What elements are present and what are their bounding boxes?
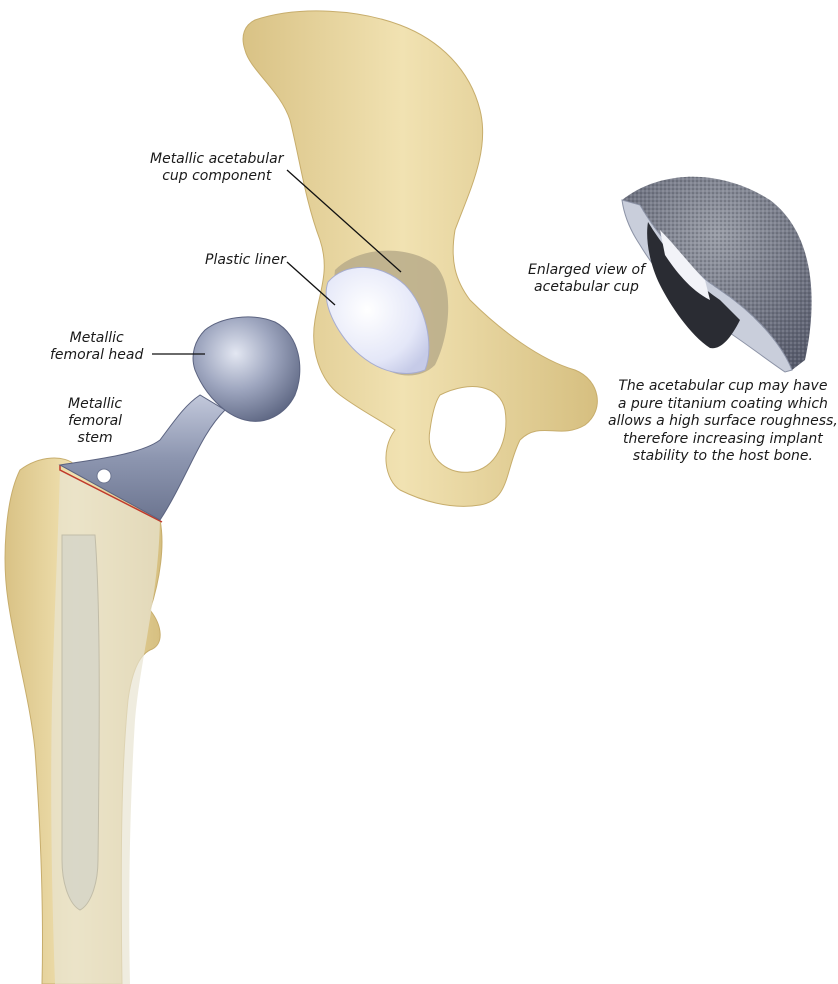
leader-lines <box>152 169 402 355</box>
label-enlarged-view: Enlarged view of acetabular cup <box>528 262 645 295</box>
leader-acetabular-cup <box>286 169 402 273</box>
label-femoral-stem: Metallic femoral stem <box>68 396 123 446</box>
label-femoral-head: Metallic femoral head <box>50 330 144 363</box>
titanium-coating-note: The acetabular cup may have a pure titan… <box>608 378 838 464</box>
femoral-head-implant <box>192 316 301 422</box>
femur-bone <box>4 457 163 984</box>
label-plastic-liner: Plastic liner <box>205 252 286 268</box>
enlarged-acetabular-cup <box>621 176 812 373</box>
pelvis-bone <box>242 10 598 507</box>
leader-plastic-liner <box>286 261 336 306</box>
label-acetabular-cup: Metallic acetabular cup component <box>150 151 284 184</box>
femoral-stem-implant <box>58 394 226 521</box>
